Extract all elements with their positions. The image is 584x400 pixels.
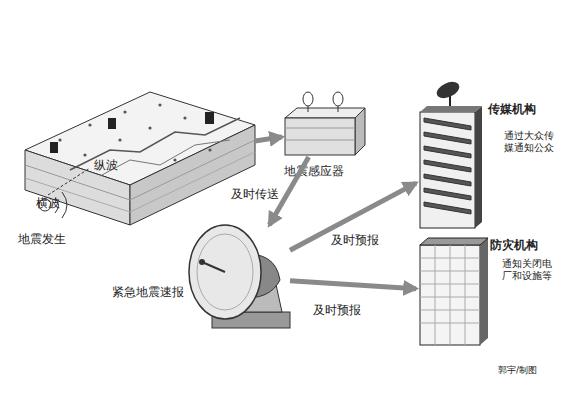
column-line: [465, 245, 466, 345]
disaster-building-art: [420, 238, 488, 345]
sensor-dot: [183, 116, 186, 119]
rock-layer: [25, 152, 255, 212]
dish-reflector: [189, 225, 261, 319]
sensor-stripe: [285, 140, 355, 141]
wave-arc: [62, 192, 67, 218]
sensor-dot: [173, 158, 176, 161]
node-heading: 传媒机构: [488, 102, 536, 117]
media-building-art: [420, 79, 482, 228]
node-note: 通知关闭电厂和设施等: [502, 258, 558, 282]
window-band: [424, 146, 471, 158]
window-band: [424, 174, 471, 186]
sensor-dot: [123, 110, 126, 113]
wave-path: [48, 168, 90, 195]
window-band: [424, 202, 471, 214]
rock-layer: [25, 140, 255, 200]
dish-rim: [197, 234, 253, 310]
wave-label: 纵波: [94, 158, 118, 173]
sensor-box-art: [285, 92, 365, 155]
sensor-dot: [58, 138, 61, 141]
mini-dish-pole: [338, 106, 339, 112]
media-building-top: [420, 106, 482, 112]
dish-art: [189, 225, 290, 328]
sensor-dot: [118, 138, 121, 141]
mini-dish-pole: [308, 106, 309, 112]
illustrated-node: 地震感应器: [282, 104, 366, 157]
sensor-dot: [208, 148, 211, 151]
disaster-building-side: [480, 238, 488, 345]
node-heading: 防灾机构: [490, 238, 538, 253]
node-note: 通过大众传媒通知公众: [504, 130, 556, 154]
illustrated-node: 传媒机构通过大众传媒通知公众: [416, 100, 484, 230]
building-cube: [50, 142, 58, 153]
column-line: [450, 245, 451, 345]
window-band: [424, 188, 471, 200]
column-line: [435, 245, 436, 345]
terrain-side: [130, 125, 255, 225]
flow-arrow: [255, 137, 282, 141]
sensor-dot: [83, 153, 86, 156]
window-band: [424, 160, 471, 172]
window-band: [424, 132, 471, 144]
dish-horn: [199, 259, 205, 265]
flow-arrow: [290, 281, 416, 289]
node-heading: 地震发生: [18, 232, 66, 247]
media-building-side: [475, 106, 482, 228]
sensor-dot: [88, 123, 91, 126]
node-heading: 地震感应器: [284, 164, 344, 179]
sensor-side: [355, 108, 365, 155]
terrain-front: [25, 150, 130, 225]
media-building-front: [420, 112, 475, 228]
credit-note: 郭宇/制图: [498, 364, 537, 377]
terrain-block: [25, 92, 255, 225]
sensor-stripe: [285, 128, 355, 129]
illustrated-node: 防灾机构通知关闭电厂和设施等: [416, 236, 490, 346]
building-cube: [205, 112, 214, 124]
dish-feed: [202, 262, 225, 272]
fault-line: [100, 140, 230, 176]
building-cube: [108, 118, 116, 129]
mini-dish: [303, 92, 313, 106]
edge-label: 及时传送: [231, 187, 279, 202]
antenna-pole: [449, 96, 451, 106]
disaster-building-front: [420, 245, 480, 345]
flow-arrow: [290, 183, 416, 250]
mini-dish: [333, 92, 343, 106]
illustrated-node: 紧急地震速报: [188, 225, 290, 330]
wave-label: 横波: [36, 196, 60, 211]
sensor-dot: [158, 103, 161, 106]
edge-label: 及时预报: [331, 233, 379, 248]
sensor-dot: [148, 126, 151, 129]
disaster-building-top: [420, 238, 488, 245]
edge-label: 及时预报: [313, 303, 361, 318]
satellite-dish: [434, 79, 462, 102]
sensor-top: [285, 108, 365, 118]
sensor-front: [285, 118, 355, 155]
window-band: [424, 118, 471, 130]
node-heading: 紧急地震速报: [112, 285, 184, 300]
